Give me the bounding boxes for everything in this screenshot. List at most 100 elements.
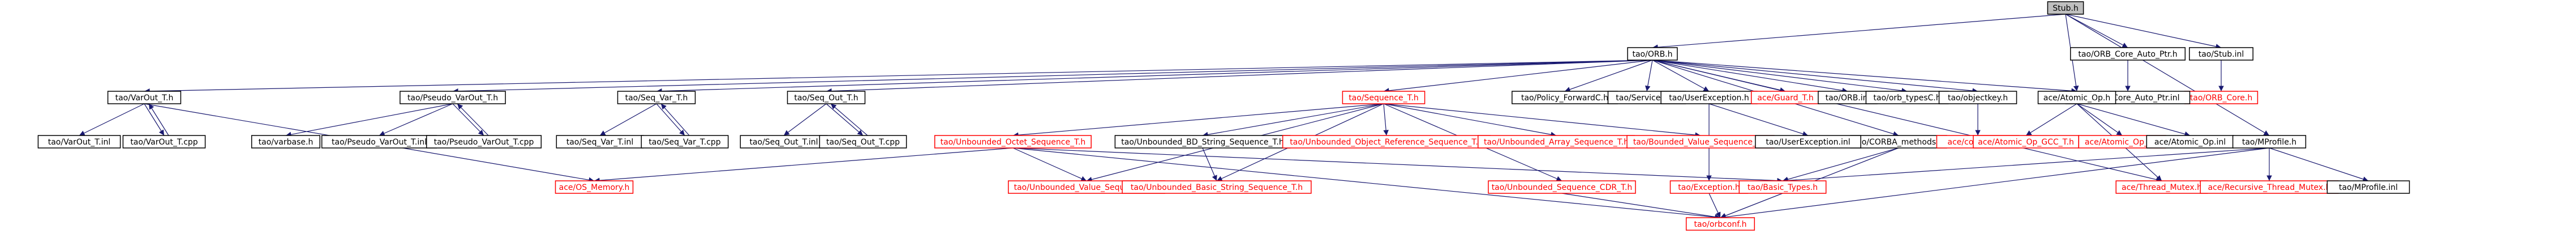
edge-mprofile-h-to-mprofile-inl xyxy=(2269,147,2369,182)
edge-orb-h-to-userexception-h xyxy=(1652,60,1710,92)
node-label: tao/Unbounded_Sequence_CDR_T.h xyxy=(1492,183,1633,192)
node-thread-mutex-h[interactable]: ace/Thread_Mutex.h xyxy=(2115,180,2208,194)
node-label: tao/Seq_Var_T.h xyxy=(625,94,688,103)
node-varout-t-inl[interactable]: tao/VarOut_T.inl xyxy=(37,135,121,149)
node-label: ace/Atomic_Op_T.h xyxy=(2085,138,2159,147)
node-userexception-inl[interactable]: tao/UserException.inl xyxy=(1755,135,1861,149)
node-unbounded-object-reference-sequence-t-h[interactable]: tao/Unbounded_Object_Reference_Sequence_… xyxy=(1282,135,1491,149)
edge-pseudo-varout-t-h-to-varbase-h xyxy=(285,103,453,137)
node-label: ace/Guard_T.h xyxy=(1757,94,1814,103)
node-unbounded-sequence-cdr-t-h[interactable]: tao/Unbounded_Sequence_CDR_T.h xyxy=(1488,180,1636,194)
node-box xyxy=(426,135,542,149)
node-label: ace/Recursive_Thread_Mutex.h xyxy=(2208,183,2330,192)
node-box xyxy=(2232,135,2307,149)
edge-varout-t-cpp-to-varout-t-h xyxy=(148,103,169,136)
node-box xyxy=(1488,180,1636,194)
edge-seq-var-t-h-to-seq-var-t-cpp xyxy=(656,103,685,136)
node-box xyxy=(787,91,866,104)
node-userexception-h[interactable]: tao/UserException.h xyxy=(1660,91,1758,104)
node-seq-var-t-inl[interactable]: tao/Seq_Var_T.inl xyxy=(556,135,644,149)
node-policy-forwardc-h[interactable]: tao/Policy_ForwardC.h xyxy=(1512,91,1618,104)
edge-pseudo-varout-t-cpp-to-pseudo-varout-t-h xyxy=(457,103,489,136)
node-stub-inl[interactable]: tao/Stub.inl xyxy=(2189,47,2253,61)
edge-sequence-t-h-to-bounded-value-sequence-t-h xyxy=(1383,103,1701,138)
node-label: tao/Unbounded_Object_Reference_Sequence_… xyxy=(1290,138,1483,147)
node-label: tao/ORB_Core_Auto_Ptr.h xyxy=(2078,50,2177,59)
node-varout-t-h[interactable]: tao/VarOut_T.h xyxy=(107,91,182,104)
node-mprofile-h[interactable]: tao/MProfile.h xyxy=(2232,135,2307,149)
node-box xyxy=(1122,180,1312,194)
node-seq-var-t-cpp[interactable]: tao/Seq_Var_T.cpp xyxy=(641,135,729,149)
node-label: tao/Seq_Var_T.inl xyxy=(566,138,634,147)
edge-seq-var-t-cpp-to-seq-var-t-h xyxy=(660,103,690,136)
node-atomic-op-t-h[interactable]: ace/Atomic_Op_T.h xyxy=(2078,135,2166,149)
edge-exception-h-to-orbconf-h xyxy=(1708,193,1721,218)
node-box xyxy=(555,180,634,194)
node-box xyxy=(1342,91,1426,104)
node-label: tao/MProfile.inl xyxy=(2339,183,2398,192)
node-atomic-op-inl[interactable]: ace/Atomic_Op.inl xyxy=(2146,135,2234,149)
node-label: tao/Seq_Out_T.inl xyxy=(749,138,818,147)
node-unbounded-basic-string-sequence-t-h[interactable]: tao/Unbounded_Basic_String_Sequence_T.h xyxy=(1122,180,1312,194)
node-os-memory-h[interactable]: ace/OS_Memory.h xyxy=(555,180,634,194)
edge-unbounded-octet-sequence-t-h-to-os-memory-h xyxy=(594,147,1014,184)
node-label: tao/Unbounded_Basic_String_Sequence_T.h xyxy=(1131,183,1303,192)
node-orb-core-auto-ptr-h[interactable]: tao/ORB_Core_Auto_Ptr.h xyxy=(2070,47,2186,61)
edge-stub-h-to-mprofile-h xyxy=(2065,14,2270,136)
edge-unbounded-octet-sequence-t-h-to-orbconf-h xyxy=(1012,147,1721,220)
node-unbounded-bd-string-sequence-t-h[interactable]: tao/Unbounded_BD_String_Sequence_T.h xyxy=(1114,135,1291,149)
edge-varout-t-h-to-varout-t-inl xyxy=(79,103,145,136)
node-stub-h[interactable]: Stub.h xyxy=(2047,1,2084,15)
node-pseudo-varout-t-cpp[interactable]: tao/Pseudo_VarOut_T.cpp xyxy=(426,135,542,149)
node-label: tao/Sequence_T.h xyxy=(1349,94,1419,103)
node-bounded-value-sequence-t-h[interactable]: tao/Bounded_Value_Sequence_T.h xyxy=(1626,135,1775,149)
node-pseudo-varout-t-inl[interactable]: tao/Pseudo_VarOut_T.inl xyxy=(321,135,437,149)
edge-mprofile-h-to-basic-types-h xyxy=(1782,147,2270,184)
node-mprofile-inl[interactable]: tao/MProfile.inl xyxy=(2326,180,2410,194)
edge-seq-out-t-cpp-to-seq-out-t-h xyxy=(830,103,868,136)
node-sequence-t-h[interactable]: tao/Sequence_T.h xyxy=(1342,91,1426,104)
edge-orb-h-to-seq-var-t-h xyxy=(656,60,1653,94)
node-label: tao/Seq_Var_T.cpp xyxy=(649,138,720,147)
node-atomic-op-h[interactable]: ace/Atomic_Op.h xyxy=(2037,91,2116,104)
node-varbase-h[interactable]: tao/varbase.h xyxy=(251,135,321,149)
node-varout-t-cpp[interactable]: tao/VarOut_T.cpp xyxy=(122,135,206,149)
node-unbounded-octet-sequence-t-h[interactable]: tao/Unbounded_Octet_Sequence_T.h xyxy=(934,135,1092,149)
edge-pseudo-varout-t-h-to-pseudo-varout-t-cpp xyxy=(452,103,484,136)
node-corba-methods-h[interactable]: tao/CORBA_methods.h xyxy=(1850,135,1947,149)
node-seq-var-t-h[interactable]: tao/Seq_Var_T.h xyxy=(617,91,696,104)
node-label: ace/Atomic_Op.h xyxy=(2043,94,2110,103)
node-orb-h[interactable]: tao/ORB.h xyxy=(1627,47,1678,61)
node-box xyxy=(2070,47,2186,61)
node-unbounded-array-sequence-t-h[interactable]: tao/Unbounded_Array_Sequence_T.h xyxy=(1478,135,1635,149)
node-orbconf-h[interactable]: tao/orbconf.h xyxy=(1685,217,1755,231)
node-objectkey-h[interactable]: tao/objectkey.h xyxy=(1938,91,2017,104)
node-label: tao/objectkey.h xyxy=(1948,94,2008,103)
node-basic-types-h[interactable]: tao/Basic_Types.h xyxy=(1738,180,1827,194)
node-orb-core-h[interactable]: tao/ORB_Core.h xyxy=(2184,91,2259,104)
node-exception-h[interactable]: tao/Exception.h xyxy=(1669,180,1749,194)
edge-orb-h-to-orb-inl xyxy=(1652,60,1848,94)
edge-sequence-t-h-to-unbounded-array-sequence-t-h xyxy=(1383,103,1557,137)
node-pseudo-varout-t-h[interactable]: tao/Pseudo_VarOut_T.h xyxy=(400,91,506,104)
node-seq-out-t-h[interactable]: tao/Seq_Out_T.h xyxy=(787,91,866,104)
edge-orb-h-to-thread-mutex-h xyxy=(1652,60,2162,183)
edge-orb-h-to-policy-forwardc-h xyxy=(1564,60,1653,92)
node-label: Stub.h xyxy=(2053,4,2078,13)
node-seq-out-t-inl[interactable]: tao/Seq_Out_T.inl xyxy=(740,135,828,149)
node-seq-out-t-cpp[interactable]: tao/Seq_Out_T.cpp xyxy=(819,135,907,149)
node-label: tao/Pseudo_VarOut_T.cpp xyxy=(434,138,534,147)
edge-orb-h-to-sequence-t-h xyxy=(1383,60,1653,94)
node-orb-typesc-h[interactable]: tao/orb_typesC.h xyxy=(1865,91,1949,104)
edge-orb-h-to-varout-t-h xyxy=(144,60,1653,94)
node-recursive-thread-mutex-h[interactable]: ace/Recursive_Thread_Mutex.h xyxy=(2200,180,2339,194)
node-guard-t-h[interactable]: ace/Guard_T.h xyxy=(1750,91,1821,104)
node-box xyxy=(819,135,907,149)
node-box xyxy=(1627,47,1678,61)
edge-userexception-h-to-userexception-inl xyxy=(1708,103,1809,137)
edge-unbounded-sequence-cdr-t-h-to-orbconf-h xyxy=(1561,193,1721,220)
edge-stub-h-to-stub-inl xyxy=(2065,14,2222,49)
node-atomic-op-gcc-t-h[interactable]: ace/Atomic_Op_GCC_T.h xyxy=(1973,135,2079,149)
